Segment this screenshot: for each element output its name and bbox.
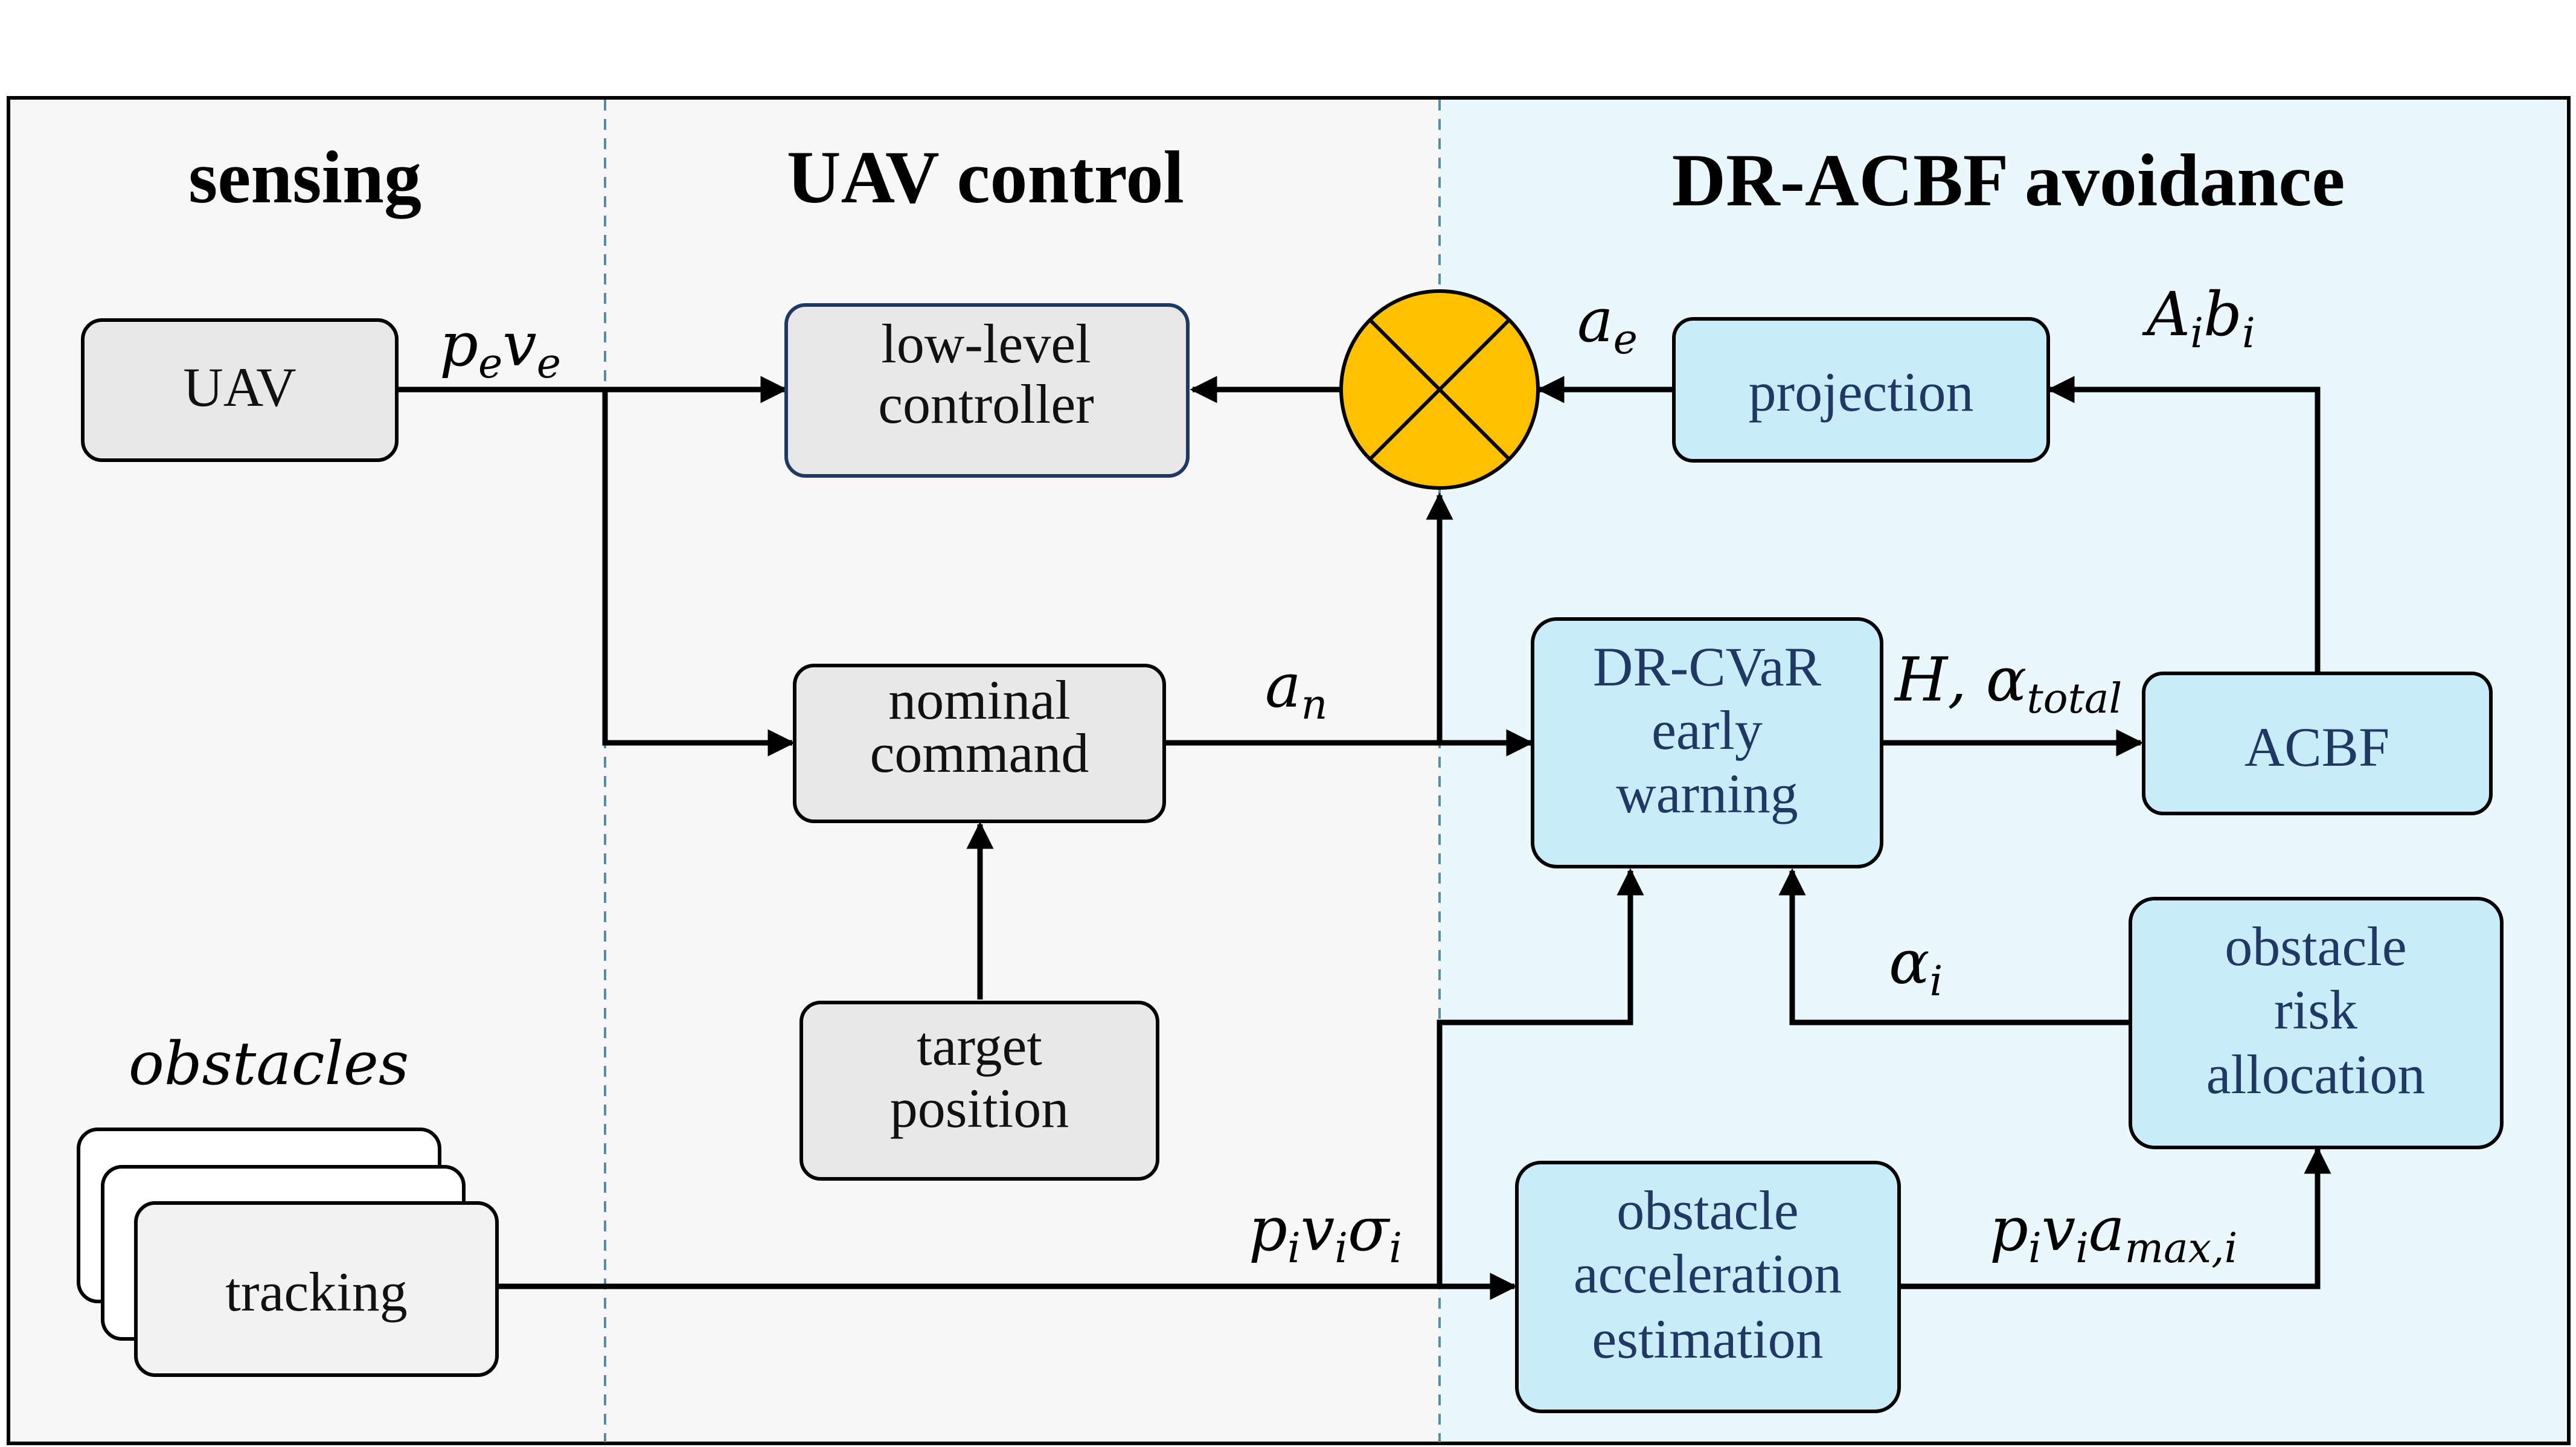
label-pi-vi-sigma: piviσi	[1249, 1194, 1402, 1272]
svg-text:UAV: UAV	[183, 356, 296, 418]
target-position-box: target position	[799, 1001, 1159, 1181]
svg-text:DR-CVaR: DR-CVaR	[1593, 636, 1822, 698]
acbf-box: ACBF	[2142, 672, 2493, 815]
dr-cvar-box: DR-CVaR early warning	[1531, 617, 1883, 868]
label-pe-ve: peve	[440, 309, 561, 388]
low-level-controller-box: low-level controller	[784, 303, 1190, 478]
svg-text:estimation: estimation	[1592, 1308, 1823, 1370]
uav-box: UAV	[81, 318, 399, 462]
risk-allocation-box: obstacle risk allocation	[2129, 897, 2504, 1149]
acceleration-estimation-box: obstacle acceleration estimation	[1515, 1161, 1901, 1413]
label-pi-vi-amax: piviamax,i	[1990, 1194, 2237, 1272]
nominal-command-box: nominal command	[793, 664, 1166, 823]
label-h-alpha-total: H, αtotal	[1894, 644, 2122, 723]
summing-junction	[1339, 289, 1540, 490]
title-uav-control: UAV control	[787, 136, 1184, 219]
svg-text:projection: projection	[1749, 361, 1974, 423]
outer-frame	[7, 96, 2571, 1445]
svg-text:nominal: nominal	[888, 669, 1071, 731]
tracking-stack: tracking	[77, 1128, 499, 1377]
projection-box: projection	[1672, 317, 2050, 463]
svg-text:low-level: low-level	[881, 313, 1091, 374]
svg-text:controller: controller	[878, 373, 1094, 435]
svg-text:obstacle: obstacle	[2225, 916, 2406, 977]
svg-text:acceleration: acceleration	[1574, 1243, 1842, 1304]
svg-text:allocation: allocation	[2206, 1044, 2426, 1105]
svg-text:risk: risk	[2274, 979, 2357, 1041]
title-avoidance: DR-ACBF avoidance	[1672, 139, 2345, 222]
label-ai-bi: Aibi	[2142, 279, 2255, 358]
title-sensing: sensing	[188, 136, 421, 219]
label-a-n: an	[1265, 650, 1327, 729]
obstacles-label: obstacles	[129, 1030, 409, 1099]
svg-text:obstacle: obstacle	[1616, 1179, 1798, 1241]
tracking-label: tracking	[225, 1261, 407, 1323]
label-a-e: ae	[1577, 285, 1638, 364]
svg-text:position: position	[890, 1077, 1069, 1139]
svg-text:early: early	[1652, 699, 1763, 761]
svg-text:target: target	[917, 1015, 1042, 1077]
svg-text:ACBF: ACBF	[2244, 716, 2389, 778]
connectors	[396, 376, 2331, 1300]
svg-text:warning: warning	[1616, 763, 1798, 824]
svg-text:command: command	[870, 722, 1089, 784]
label-alpha-i: αi	[1889, 927, 1943, 1006]
